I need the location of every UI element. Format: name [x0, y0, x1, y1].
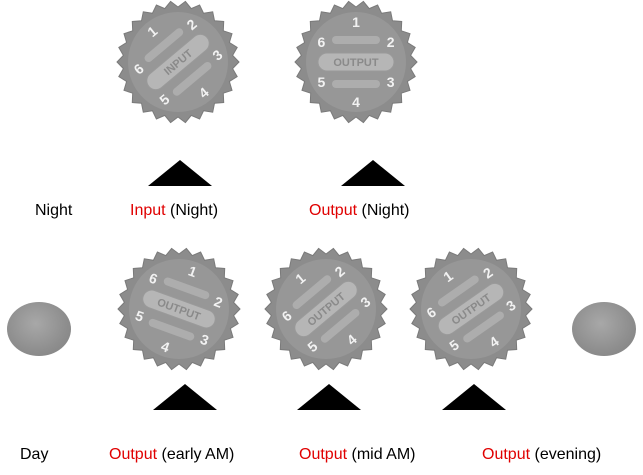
- right-knob[interactable]: [572, 302, 636, 356]
- dial-label-bar: [317, 52, 395, 72]
- dial-label-bar: [146, 33, 210, 91]
- output-evening-pointer: [442, 384, 506, 410]
- output-evening-caption: Output (evening): [482, 446, 601, 464]
- output-mid-am-caption: Output (mid AM): [299, 446, 415, 464]
- dial-label-bar: [142, 289, 216, 329]
- dial-ridge: [463, 311, 505, 343]
- output-early-am-pointer: [153, 384, 217, 410]
- caption-rest: (early AM): [161, 446, 235, 463]
- dial-label-bar: [294, 280, 358, 338]
- caption-rest: (Night): [361, 202, 410, 219]
- dial-ridge: [332, 36, 380, 44]
- night-row-label: Night: [35, 202, 73, 219]
- dial-ridge: [148, 318, 195, 341]
- dial-ridge: [332, 80, 380, 88]
- dial-number: 6: [318, 34, 326, 50]
- output-night-dial[interactable]: OUTPUT 1 2 3 4 5 6: [294, 0, 418, 124]
- dial-label-bar: [437, 282, 505, 336]
- caption-rest: (Night): [170, 202, 219, 219]
- dial-number: 1: [352, 14, 360, 30]
- caption-highlight: Output: [309, 202, 358, 219]
- caption-highlight: Output: [299, 446, 348, 463]
- left-knob[interactable]: [7, 302, 71, 356]
- caption-highlight: Input: [130, 202, 166, 219]
- input-night-pointer: [148, 160, 212, 186]
- dial-number: 2: [387, 34, 395, 50]
- caption-highlight: Output: [482, 446, 531, 463]
- dial-ridge: [437, 275, 479, 307]
- output-mid-am-pointer: [297, 384, 361, 410]
- dial-ridge: [320, 308, 360, 343]
- caption-rest: (mid AM): [351, 446, 416, 463]
- output-night-pointer: [341, 160, 405, 186]
- caption-rest: (evening): [534, 446, 602, 463]
- caption-highlight: Output: [109, 446, 158, 463]
- dial-number: 3: [387, 74, 395, 90]
- dial-ridge: [163, 277, 210, 300]
- output-early-am-caption: Output (early AM): [109, 446, 234, 464]
- output-night-caption: Output (Night): [309, 202, 410, 220]
- dial-center-label: OUTPUT: [333, 57, 379, 69]
- input-night-caption: Input (Night): [130, 202, 218, 220]
- dial-ridge: [292, 275, 332, 310]
- dial-ridge: [172, 61, 212, 96]
- dial-ridge: [144, 28, 184, 63]
- dial-number: 4: [352, 94, 360, 110]
- day-row-label: Day: [20, 446, 49, 463]
- dial-number: 5: [318, 74, 326, 90]
